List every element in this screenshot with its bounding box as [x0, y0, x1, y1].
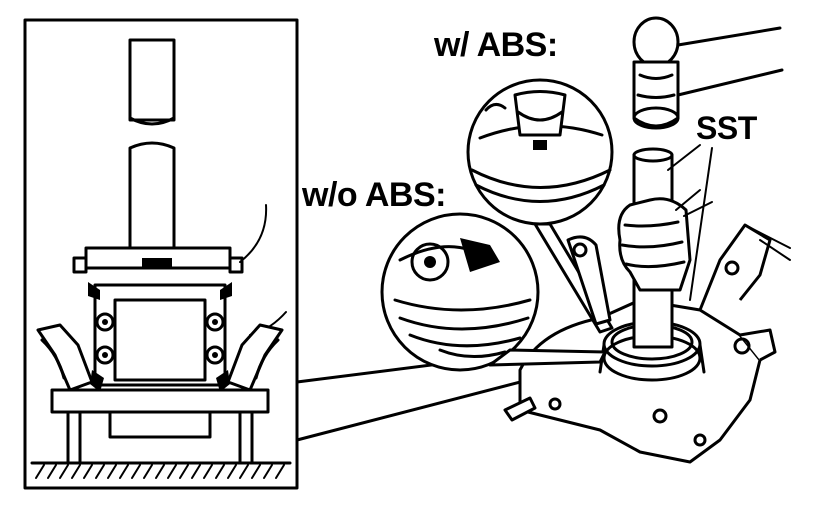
cross-section-panel — [23, 18, 299, 490]
with-abs-label: w/ ABS: — [432, 26, 560, 64]
ground-hatch — [35, 464, 285, 479]
sst-upper-rod — [128, 38, 176, 122]
sst-press-rod — [617, 147, 713, 349]
bearing-balls — [95, 312, 225, 365]
support-base — [50, 388, 270, 414]
no-abs-detail-pointer — [488, 348, 607, 367]
without-abs-label: w/o ABS: — [300, 176, 448, 214]
sst-leader-1 — [667, 144, 701, 171]
hand — [617, 197, 692, 292]
no-abs-detail-view — [380, 212, 607, 372]
sst-label: SST — [694, 110, 759, 146]
hammer-handle — [676, 26, 784, 97]
hammer — [632, 16, 784, 130]
sst-lower-rod — [128, 141, 176, 250]
sst-leader-2 — [689, 147, 713, 301]
abs-detail-view — [466, 78, 614, 334]
